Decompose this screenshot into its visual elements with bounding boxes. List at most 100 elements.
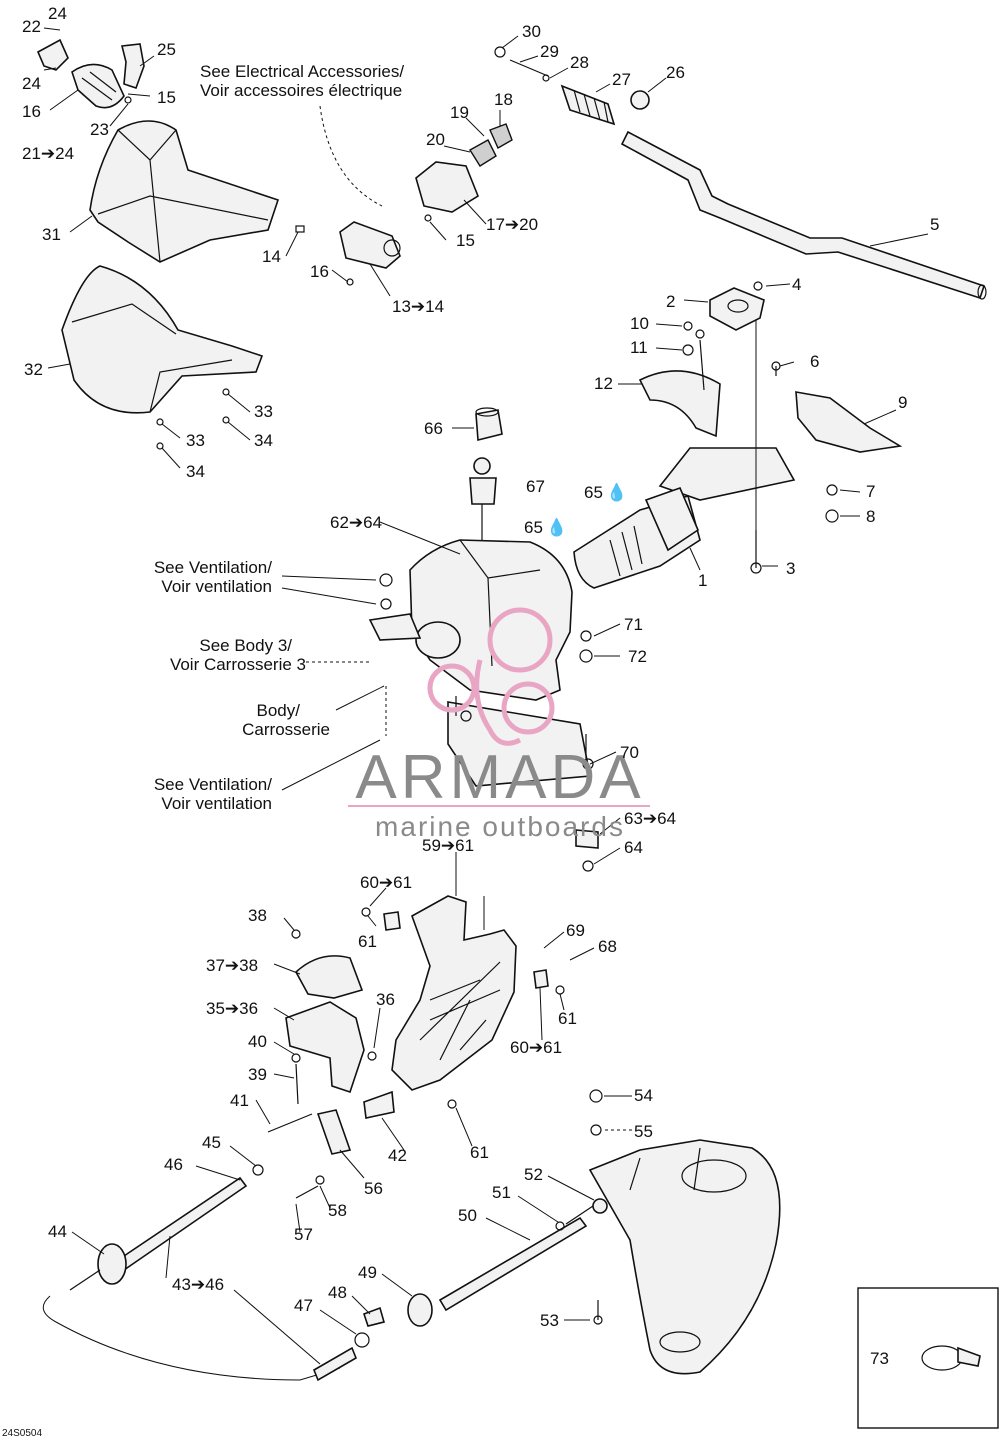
callout-39: 39 xyxy=(248,1065,267,1084)
callout-46: 46 xyxy=(164,1155,183,1174)
callout-34b: 34 xyxy=(186,462,205,481)
callout-41: 41 xyxy=(230,1091,249,1110)
callout-14: 14 xyxy=(262,247,281,266)
callout-65a: 65 xyxy=(584,483,603,502)
callout-17-20: 17➔20 xyxy=(486,215,538,234)
instrument-cover xyxy=(89,120,280,263)
callout-28: 28 xyxy=(570,53,589,72)
watermark-logo xyxy=(427,607,555,746)
callout-60-61a: 60➔61 xyxy=(360,873,412,892)
callout-29: 29 xyxy=(540,42,559,61)
callout-24a: 24 xyxy=(48,4,67,23)
callout-43-46: 43➔46 xyxy=(172,1275,224,1294)
callout-48: 48 xyxy=(328,1283,347,1302)
callout-40: 40 xyxy=(248,1032,267,1051)
callout-52: 52 xyxy=(524,1165,543,1184)
part-callouts: 24 22 24 16 25 15 23 21➔24 31 32 33 33 3… xyxy=(22,4,939,1330)
callout-6: 6 xyxy=(810,352,819,371)
callout-13-14: 13➔14 xyxy=(392,297,444,316)
callout-56: 56 xyxy=(364,1179,383,1198)
callout-69: 69 xyxy=(566,921,585,940)
callout-15b: 15 xyxy=(456,231,475,250)
callout-12: 12 xyxy=(594,374,613,393)
callout-3: 3 xyxy=(786,559,795,578)
callout-72: 72 xyxy=(628,647,647,666)
callout-64: 64 xyxy=(624,838,643,857)
callout-16a: 16 xyxy=(22,102,41,121)
callout-63-64: 63➔64 xyxy=(624,809,676,828)
reference-notes: See Electrical Accessories/ Voir accesso… xyxy=(154,62,405,813)
handlebar-clamp xyxy=(709,281,765,331)
steering-column xyxy=(573,486,701,589)
callout-61a: 61 xyxy=(358,932,377,951)
steering-fasteners xyxy=(682,320,839,574)
callout-36: 36 xyxy=(376,990,395,1009)
reverse-cable xyxy=(354,1198,608,1348)
ventilation-ref-2-line2: Voir ventilation xyxy=(161,794,272,813)
callout-5: 5 xyxy=(930,215,939,234)
body-ref-line1: Body/ xyxy=(257,701,301,720)
callout-27: 27 xyxy=(612,70,631,89)
cable-tie-clip xyxy=(921,1345,981,1371)
lower-cover xyxy=(61,265,264,450)
callout-2: 2 xyxy=(666,292,675,311)
ball-joint-67 xyxy=(469,457,497,546)
body3-ref-line2: Voir Carrosserie 3 xyxy=(170,655,306,674)
callout-37-38: 37➔38 xyxy=(206,956,258,975)
diagram-code: 24S0504 xyxy=(2,1428,42,1439)
callout-59-61: 59➔61 xyxy=(422,836,474,855)
callout-30: 30 xyxy=(522,22,541,41)
callout-26: 26 xyxy=(666,63,685,82)
callout-7: 7 xyxy=(866,482,875,501)
callout-67: 67 xyxy=(526,477,545,496)
callout-38: 38 xyxy=(248,906,267,925)
callout-66: 66 xyxy=(424,419,443,438)
callout-54: 54 xyxy=(634,1086,653,1105)
callout-71: 71 xyxy=(624,615,643,634)
callout-61c: 61 xyxy=(470,1143,489,1162)
switch-housing xyxy=(295,123,513,286)
steering-cable xyxy=(42,1164,357,1382)
callout-15a: 15 xyxy=(157,88,176,107)
callout-10: 10 xyxy=(630,314,649,333)
callout-23: 23 xyxy=(90,120,109,139)
ventilation-ref-1-line2: Voir ventilation xyxy=(161,577,272,596)
leader-lines xyxy=(43,27,929,1365)
cable-support-bracket xyxy=(267,929,395,1155)
callout-61b: 61 xyxy=(558,1009,577,1028)
callout-55: 55 xyxy=(634,1122,653,1141)
callout-49: 49 xyxy=(358,1263,377,1282)
callout-47: 47 xyxy=(294,1296,313,1315)
ventilation-ref-2-line1: See Ventilation/ xyxy=(154,775,272,794)
callout-68: 68 xyxy=(598,937,617,956)
callout-34a: 34 xyxy=(254,431,273,450)
callout-32: 32 xyxy=(24,360,43,379)
callout-62-64: 62➔64 xyxy=(330,513,382,532)
callout-45: 45 xyxy=(202,1133,221,1152)
callout-4: 4 xyxy=(792,275,801,294)
drop-icon-65b: 💧 xyxy=(546,517,567,537)
handlebar xyxy=(494,46,987,300)
body-ref-line2: Carrosserie xyxy=(242,720,330,739)
callout-11: 11 xyxy=(630,338,648,357)
callout-8: 8 xyxy=(866,507,875,526)
watermark: ARMADA marine outboards xyxy=(348,607,650,842)
body3-ref-line1: See Body 3/ xyxy=(199,636,292,655)
callout-51: 51 xyxy=(492,1183,511,1202)
callout-22: 22 xyxy=(22,17,41,36)
inset-box: 73 xyxy=(857,1287,999,1429)
callout-50: 50 xyxy=(458,1206,477,1225)
callout-9: 9 xyxy=(898,393,907,412)
ventilation-ref-1-line1: See Ventilation/ xyxy=(154,558,272,577)
callout-42: 42 xyxy=(388,1146,407,1165)
steering-arm-support xyxy=(361,895,565,1109)
mirror-bracket-group xyxy=(36,38,145,109)
callout-16b: 16 xyxy=(310,262,329,281)
electrical-reference-line xyxy=(319,105,383,207)
callout-18: 18 xyxy=(494,90,513,109)
callout-31: 31 xyxy=(42,225,61,244)
electrical-ref-line1: See Electrical Accessories/ xyxy=(200,62,404,81)
housing-fasteners xyxy=(379,573,599,872)
callout-70: 70 xyxy=(620,743,639,762)
